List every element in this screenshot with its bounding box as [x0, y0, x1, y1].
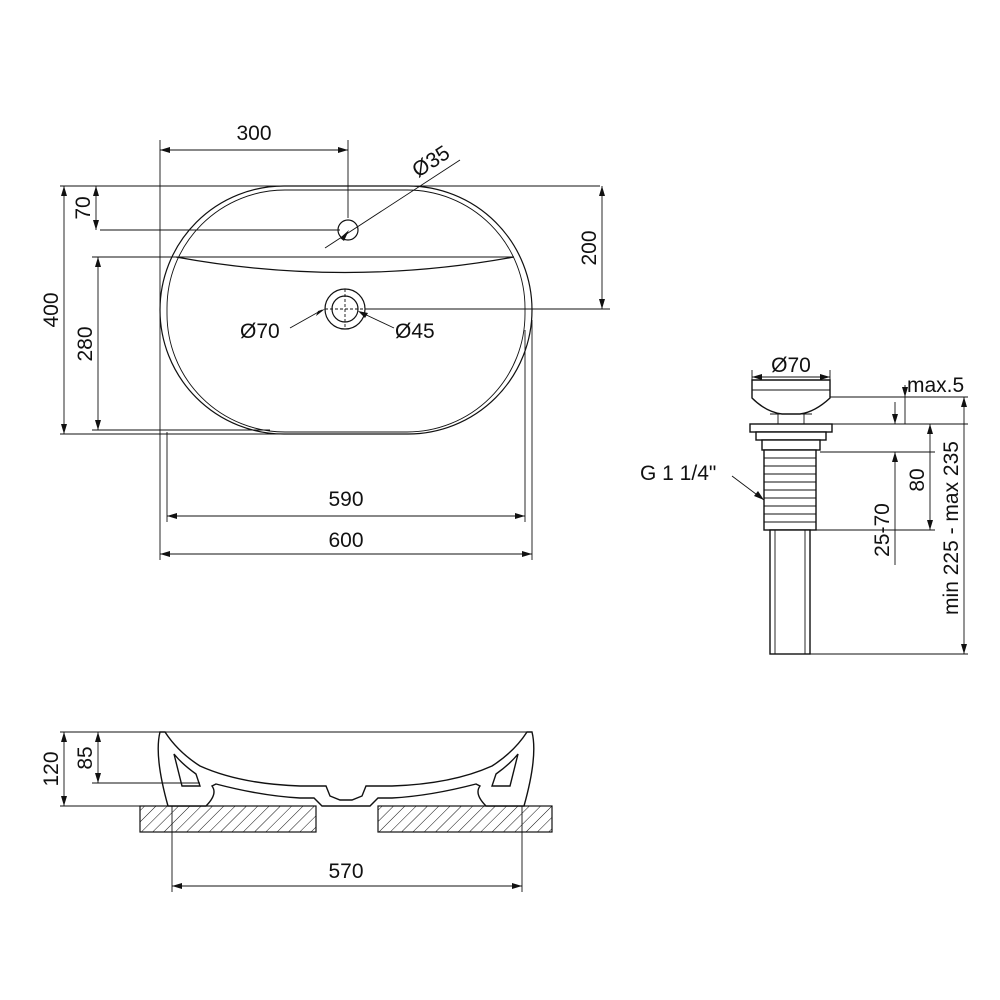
dim-tap-from-edge: 70	[72, 196, 95, 219]
dim-drain-from-edge: 200	[578, 230, 601, 265]
dim-side-total-height: 120	[40, 751, 63, 786]
drain-view: Ø70 max.5 G 1 1/4" 80 25-70 min 225 - ma…	[640, 354, 968, 655]
dim-counter-thickness: 25-70	[871, 503, 894, 557]
tap-hole	[337, 219, 359, 241]
dim-inner-depth: 280	[74, 326, 97, 361]
basin-profile	[157, 731, 535, 807]
dim-total-height: min 225 - max 235	[940, 441, 963, 615]
dim-overall-width: 600	[328, 529, 363, 552]
dim-drain-outer: Ø70	[240, 320, 280, 343]
basin-outer-outline	[159, 185, 533, 435]
dim-inner-width: 590	[328, 488, 363, 511]
dim-bowl-height: 85	[74, 746, 97, 769]
dim-base-width: 570	[328, 860, 363, 883]
basin-inner-outline	[166, 189, 526, 433]
dim-tap-offset: 300	[236, 122, 271, 145]
dim-overall-depth: 400	[40, 292, 63, 327]
shelf-edge	[175, 256, 515, 274]
countertop-left	[139, 805, 317, 833]
dim-cap-gap: max.5	[907, 374, 964, 397]
dim-drain-inner: Ø45	[395, 320, 435, 343]
dim-thread-length: 80	[906, 468, 929, 491]
countertop-right	[377, 805, 553, 833]
dim-cap-diameter: Ø70	[771, 354, 811, 377]
thread-lines	[764, 457, 816, 523]
right-foot-cavity	[491, 753, 519, 787]
drain-cap	[751, 379, 831, 415]
side-view: 120 85 570	[40, 731, 553, 892]
dim-thread: G 1 1/4"	[640, 462, 716, 485]
top-view: 300 Ø35 70 200 400 280	[40, 122, 610, 560]
drain-flange	[749, 423, 833, 433]
drain-tube	[769, 529, 811, 655]
left-foot-cavity	[173, 753, 201, 787]
dim-tap-hole: Ø35	[408, 141, 454, 182]
